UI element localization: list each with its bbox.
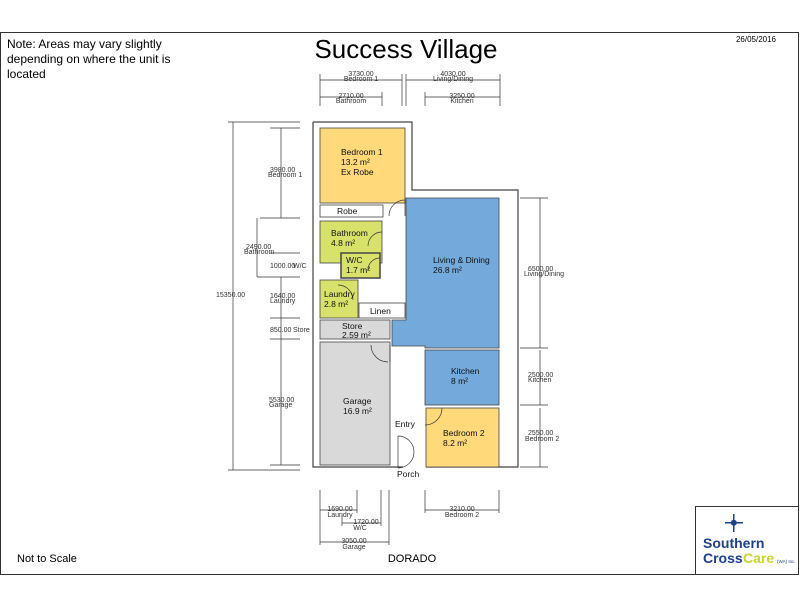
dim-value: 1640.00 <box>270 293 295 300</box>
bedroom1-area: 13.2 m² <box>341 157 370 167</box>
dim-label: Bedroom 2 <box>445 512 479 519</box>
dim-value: 2550.00 <box>528 430 553 437</box>
porch-name: Porch <box>397 469 419 479</box>
dim-value: 850.00 <box>270 327 292 334</box>
logo-line1: Southern <box>703 535 764 551</box>
dim-label: Store <box>293 327 310 334</box>
dim-value: 15350.00 <box>216 292 245 299</box>
dim-label: Living/Dining <box>433 76 473 83</box>
sheet-border <box>0 32 799 575</box>
company-logo: Southern Cross Care (WA) Inc. <box>695 506 799 575</box>
dim-label: Laundry <box>327 512 353 519</box>
room-wc <box>340 252 381 279</box>
dim-value: 3210.00 <box>449 506 474 513</box>
room-linen <box>358 302 406 319</box>
room-living-dining <box>391 197 500 349</box>
southern-cross-icon <box>725 514 743 532</box>
robe-name: Robe <box>337 206 358 216</box>
bedroom2-name: Bedroom 2 <box>443 428 485 438</box>
kitchen-area: 8 m² <box>451 376 468 386</box>
scale-note: Not to Scale <box>17 553 77 565</box>
dim-value: 5530.00 <box>269 397 294 404</box>
room-laundry <box>319 279 359 319</box>
entry-name: Entry <box>395 419 416 429</box>
logo-cross: Cross <box>703 550 743 566</box>
dim-label: Bedroom 2 <box>525 436 559 443</box>
outer-wall <box>312 121 519 468</box>
linen-name: Linen <box>370 306 391 316</box>
bedroom2-area: 8.2 m² <box>443 438 467 448</box>
dim-value: 1690.00 <box>327 506 352 513</box>
room-labels: Bedroom 1 13.2 m² Ex Robe Robe Bathroom … <box>324 147 490 479</box>
room-kitchen <box>424 349 500 406</box>
bedroom1-extra: Ex Robe <box>341 167 374 177</box>
logo-care: Care <box>743 550 774 566</box>
dim-value: 3050.00 <box>341 538 366 545</box>
dim-value: 2490.00 <box>246 244 271 251</box>
dimension-lines <box>228 74 548 545</box>
door-swings <box>337 199 443 469</box>
kitchen-name: Kitchen <box>451 366 480 376</box>
room-garage <box>319 341 391 466</box>
bathroom-area: 4.8 m² <box>331 238 355 248</box>
dim-value: 2500.00 <box>528 372 553 379</box>
dim-value: 3730.00 <box>348 71 373 78</box>
garage-area: 16.9 m² <box>343 406 372 416</box>
dim-label: Laundry <box>270 298 296 305</box>
bedroom1-name: Bedroom 1 <box>341 147 383 157</box>
store-name: Store <box>342 321 363 331</box>
dim-label: Kitchen <box>528 377 551 384</box>
wc-area: 1.7 m² <box>346 265 370 275</box>
dim-label: W/C <box>293 263 307 270</box>
dim-value: 6500.00 <box>528 266 553 273</box>
area-note: Note: Areas may vary slightly depending … <box>7 37 171 81</box>
dim-label: W/C <box>353 525 367 532</box>
living-area: 26.8 m² <box>433 265 462 275</box>
dim-label: Kitchen <box>450 98 473 105</box>
dim-label: Bathroom <box>336 98 367 105</box>
dim-label: Garage <box>269 402 292 409</box>
dim-label: Bedroom 1 <box>268 172 302 179</box>
plan-name: DORADO <box>388 553 437 565</box>
room-bedroom-2 <box>425 407 500 468</box>
dim-value: 1000.00 <box>270 263 295 270</box>
bathroom-name: Bathroom <box>331 228 368 238</box>
dim-label: Living/Dining <box>524 271 564 278</box>
dim-label: Garage <box>342 544 365 551</box>
wc-name: W/C <box>346 255 363 265</box>
dim-value: 2710.00 <box>338 93 363 100</box>
page-title: Success Village <box>314 34 497 64</box>
logo-suffix: (WA) Inc. <box>777 559 796 564</box>
dimension-labels: 3730.00 Bedroom 1 4030.00 Living/Dining … <box>216 71 564 551</box>
laundry-name: Laundry <box>324 289 355 299</box>
garage-name: Garage <box>343 396 372 406</box>
room-robe <box>319 204 384 218</box>
dim-label: Bathroom <box>244 249 275 256</box>
dim-value: 3250.00 <box>449 93 474 100</box>
dim-label: Bedroom 1 <box>344 76 378 83</box>
laundry-area: 2.8 m² <box>324 299 348 309</box>
room-store <box>319 319 391 340</box>
date: 26/05/2016 <box>736 35 777 44</box>
room-bedroom-1 <box>319 127 406 204</box>
dim-value: 3980.00 <box>270 167 295 174</box>
dim-value: 1720.00 <box>353 519 378 526</box>
store-area: 2.59 m² <box>342 330 371 340</box>
living-name: Living & Dining <box>433 255 490 265</box>
dim-value: 4030.00 <box>440 71 465 78</box>
